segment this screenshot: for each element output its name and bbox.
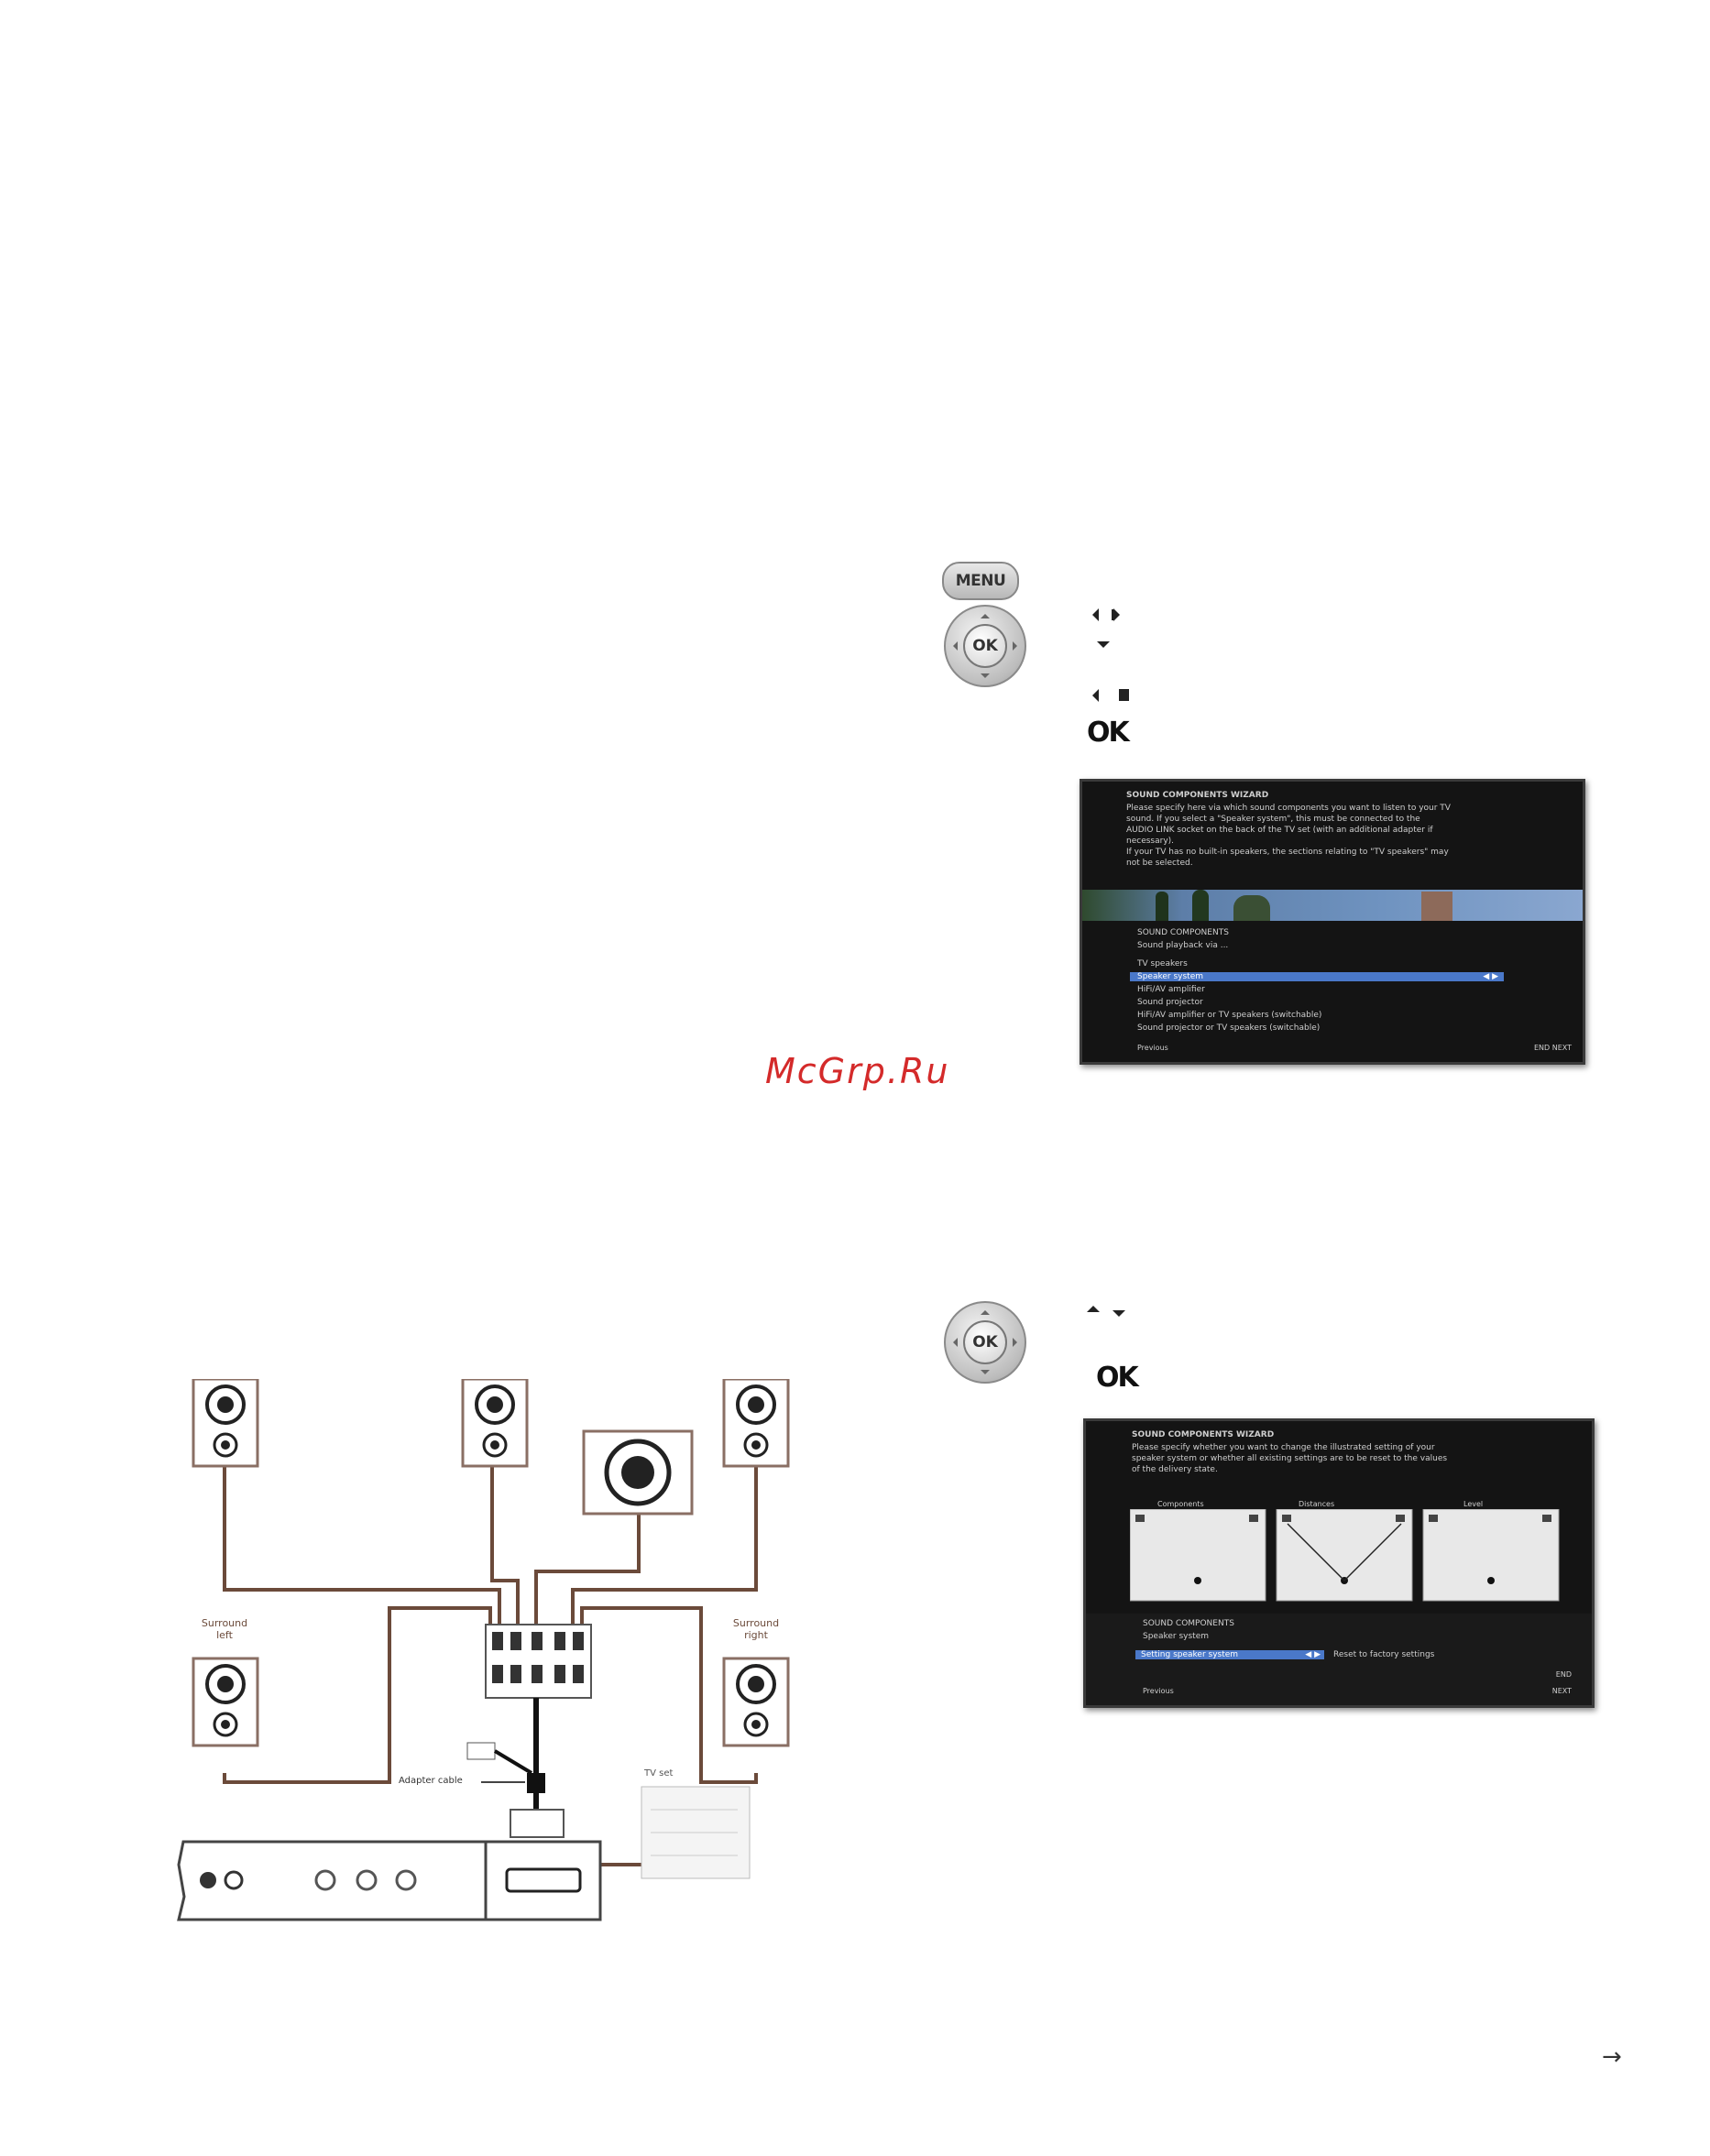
option-reset-factory[interactable]: Reset to factory settings	[1333, 1650, 1435, 1659]
panel-label-components: Components	[1157, 1500, 1204, 1508]
level-panel	[1422, 1509, 1560, 1602]
wizard-description-line: AUDIO LINK socket on the back of the TV …	[1126, 826, 1433, 835]
label-adapter-cable: Adapter cable	[399, 1776, 463, 1786]
speaker-front-right	[722, 1379, 790, 1468]
right-arrow-icon	[1113, 608, 1126, 621]
up-arrow-icon	[981, 609, 990, 618]
ok-button-label: OK	[972, 1333, 998, 1352]
audio-link-socket	[505, 1867, 582, 1893]
ok-step-text: OK	[1087, 717, 1130, 749]
subwoofer	[582, 1429, 694, 1516]
speaker-connection-diagram: Surround left Surround right Adapter cab…	[170, 1379, 811, 1929]
menu-button[interactable]: MENU	[942, 562, 1019, 600]
wizard-description-line: sound. If you select a "Speaker system",…	[1126, 815, 1420, 824]
down-arrow-icon	[981, 673, 990, 683]
components-panel	[1130, 1509, 1266, 1602]
menu-button-label: MENU	[955, 572, 1006, 590]
down-arrow-icon	[981, 1370, 990, 1379]
connection-diagram-graphic	[177, 1379, 790, 1921]
panel-label-level: Level	[1463, 1500, 1484, 1508]
right-arrow-icon	[1013, 1338, 1022, 1347]
footer-end-next: END NEXT	[1533, 1044, 1572, 1052]
option-arrows-icon: ◀ ▶	[1483, 972, 1498, 981]
footer-previous: Previous	[1137, 1044, 1168, 1052]
speaker-front-left	[192, 1379, 259, 1468]
menu-title: SOUND COMPONENTS	[1143, 1619, 1234, 1628]
scart-connector	[510, 1809, 565, 1838]
wizard-description-line: necessary).	[1126, 837, 1175, 846]
sound-components-wizard-screen: SOUND COMPONENTS WIZARD Please specify h…	[1080, 779, 1585, 1065]
menu-title: SOUND COMPONENTS	[1137, 928, 1229, 937]
menu-option-speaker-system[interactable]: Speaker system ◀ ▶	[1130, 972, 1504, 981]
label-surround-right: Surround right	[732, 1617, 780, 1641]
ok-navigation-pad[interactable]: OK	[944, 605, 1026, 687]
panel-label-distances: Distances	[1299, 1500, 1335, 1508]
down-arrow-icon	[1097, 641, 1110, 654]
speaker-layout-panels	[1130, 1509, 1560, 1602]
ok-button-label: OK	[972, 637, 998, 655]
ok-button[interactable]: OK	[963, 624, 1007, 668]
ok-step-text: OK	[1096, 1362, 1139, 1394]
menu-subtitle: Sound playback via ...	[1137, 941, 1229, 950]
right-arrow-icon	[1013, 641, 1022, 651]
wizard-description-line: not be selected.	[1126, 859, 1193, 868]
wizard-title: SOUND COMPONENTS WIZARD	[1132, 1430, 1275, 1439]
ok-navigation-pad[interactable]: OK	[944, 1301, 1026, 1384]
sound-components-wizard-screen-2: SOUND COMPONENTS WIZARD Please specify w…	[1083, 1418, 1595, 1708]
label-tv-set: TV set	[644, 1768, 674, 1778]
footer-next: NEXT	[1551, 1687, 1572, 1695]
tv-picture-strip	[1082, 890, 1583, 921]
next-page-arrow-icon: →	[1602, 2043, 1622, 2071]
label-surround-left: Surround left	[201, 1617, 248, 1641]
up-arrow-icon	[1087, 1299, 1100, 1312]
menu-option-hifi-amplifier[interactable]: HiFi/AV amplifier	[1137, 985, 1205, 994]
speaker-surround-right	[722, 1657, 790, 1747]
menu-subtitle: Speaker system	[1143, 1632, 1210, 1641]
option-setting-speaker-system[interactable]: Setting speaker system ◀ ▶	[1135, 1650, 1324, 1659]
left-arrow-icon	[948, 641, 958, 651]
wizard-description-line: speaker system or whether all existing s…	[1132, 1454, 1448, 1463]
left-arrow-icon	[1086, 689, 1099, 702]
wizard-description-line: Please specify here via which sound comp…	[1126, 804, 1451, 813]
speaker-center	[461, 1379, 529, 1468]
menu-option-projector-or-tv[interactable]: Sound projector or TV speakers (switchab…	[1137, 1023, 1321, 1033]
menu-option-tv-speakers[interactable]: TV speakers	[1137, 959, 1188, 969]
footer-end: END	[1555, 1670, 1572, 1679]
wizard-description-line: of the delivery state.	[1132, 1465, 1218, 1474]
menu-option-sound-projector[interactable]: Sound projector	[1137, 998, 1203, 1007]
left-arrow-icon	[948, 1338, 958, 1347]
left-arrow-icon	[1086, 608, 1099, 621]
adapter-plug	[466, 1742, 496, 1760]
watermark: McGrp.Ru	[765, 1051, 950, 1091]
up-arrow-icon	[981, 1306, 990, 1315]
wizard-description-line: Please specify whether you want to chang…	[1132, 1443, 1435, 1452]
ok-button[interactable]: OK	[963, 1320, 1007, 1364]
menu-option-hifi-or-tv[interactable]: HiFi/AV amplifier or TV speakers (switch…	[1137, 1011, 1322, 1020]
wizard-description-line: If your TV has no built-in speakers, the…	[1126, 848, 1449, 857]
wizard-title: SOUND COMPONENTS WIZARD	[1126, 791, 1269, 800]
rca-plug-block	[485, 1624, 592, 1699]
footer-previous: Previous	[1143, 1687, 1174, 1695]
speaker-surround-left	[192, 1657, 259, 1747]
option-arrows-icon: ◀ ▶	[1305, 1650, 1321, 1659]
stop-icon	[1119, 689, 1129, 701]
down-arrow-icon	[1113, 1310, 1125, 1323]
distances-panel	[1276, 1509, 1413, 1602]
